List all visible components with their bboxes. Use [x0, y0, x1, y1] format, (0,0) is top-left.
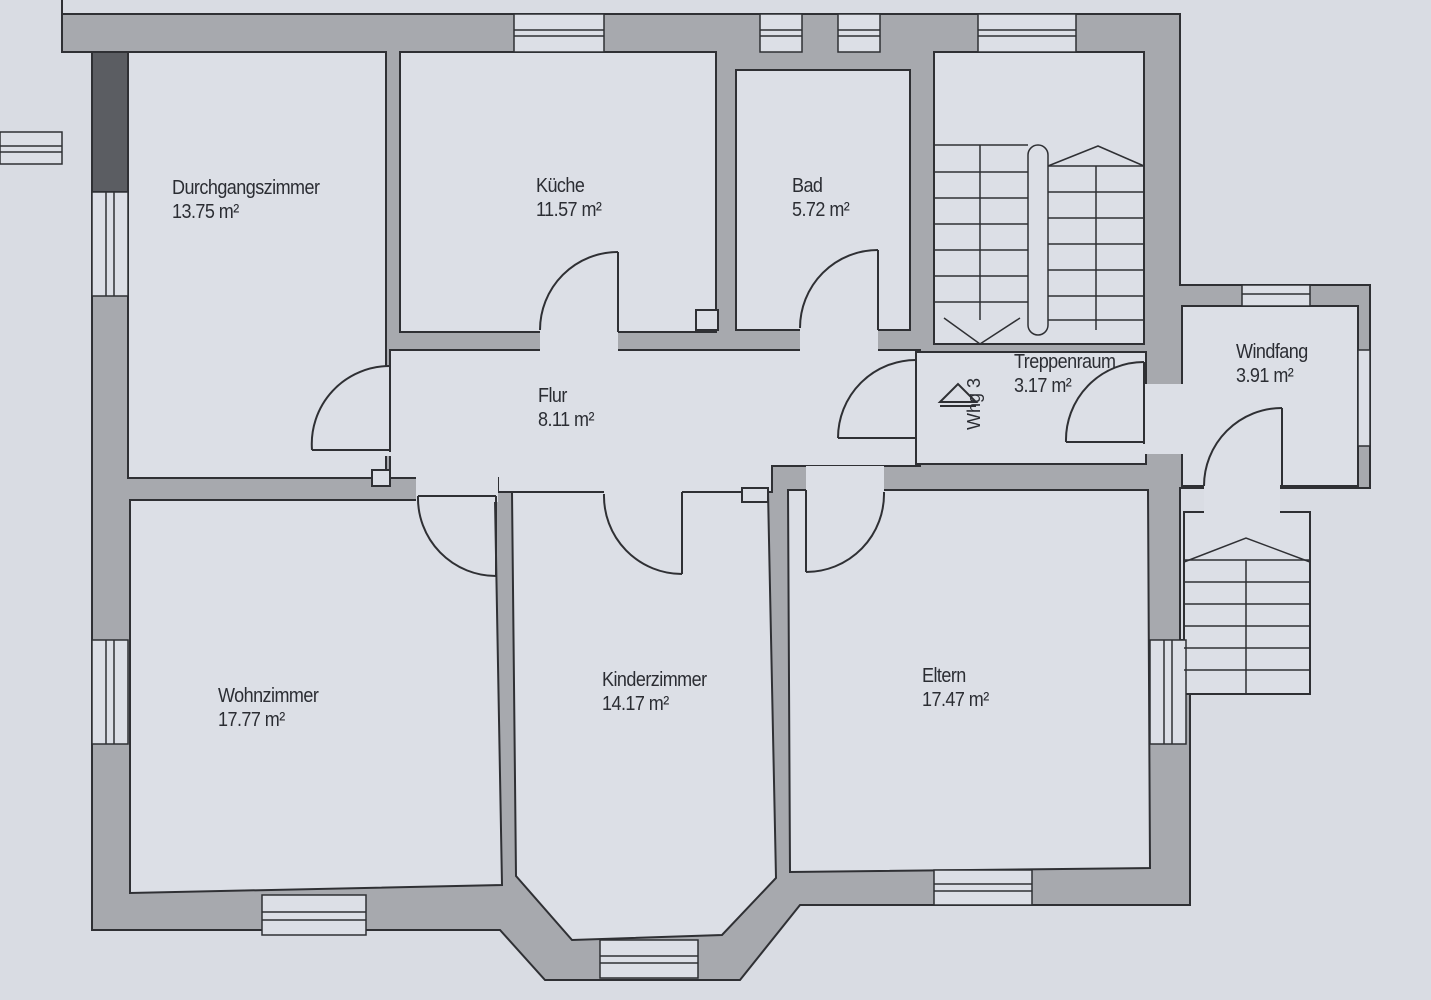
window-stair	[977, 13, 1077, 53]
window-windfang-top	[1241, 284, 1311, 307]
room-label-kinderzimmer: Kinderzimmer 14.17 m²	[602, 668, 707, 716]
window-bad-left	[759, 13, 803, 53]
room-area: 13.75 m²	[172, 201, 239, 223]
room-area: 3.17 m²	[1014, 375, 1072, 397]
room-eltern-shape	[786, 489, 1152, 874]
window-wohnzimmer-side	[91, 639, 129, 745]
room-area: 8.11 m²	[538, 409, 594, 431]
room-wohnzimmer-shape	[129, 499, 504, 895]
room-area: 17.77 m²	[218, 709, 285, 731]
room-name: Wohnzimmer	[218, 685, 319, 707]
room-entrance-stair-shape	[1183, 511, 1311, 695]
room-label-durchgangszimmer: Durchgangszimmer 13.75 m²	[172, 176, 320, 224]
window-wohnzimmer-bottom	[261, 894, 367, 936]
door-swings	[310, 249, 1283, 577]
window-kinder-bottom	[599, 939, 699, 979]
room-area: 14.17 m²	[602, 693, 669, 715]
room-label-wohnzimmer: Wohnzimmer 17.77 m²	[218, 684, 319, 732]
room-bad-shape	[735, 69, 911, 331]
room-name: Eltern	[922, 665, 966, 687]
chimney-column	[91, 51, 129, 193]
window-durchgang-side	[91, 191, 129, 297]
room-area: 11.57 m²	[536, 199, 602, 221]
room-area: 5.72 m²	[792, 199, 850, 221]
room-interiors	[127, 51, 1359, 942]
window-eltern-bottom	[933, 869, 1033, 906]
room-label-bad: Bad 5.72 m²	[792, 174, 850, 222]
room-label-treppenraum: Treppenraum 3.17 m²	[1014, 350, 1116, 398]
room-name: Treppenraum	[1014, 351, 1116, 373]
room-kinderzimmer-shape	[510, 491, 778, 942]
shafts	[371, 309, 769, 503]
main-staircase	[934, 144, 1145, 345]
room-label-kueche: Küche 11.57 m²	[536, 174, 602, 222]
windows	[0, 13, 1371, 979]
entry-marker-icon	[937, 382, 979, 407]
room-area: 17.47 m²	[922, 689, 989, 711]
room-name: Durchgangszimmer	[172, 177, 320, 199]
window-eltern-side	[1149, 639, 1187, 745]
room-label-windfang: Windfang 3.91 m²	[1236, 340, 1308, 388]
window-bad-right	[837, 13, 881, 53]
unit-label: Whg 3	[964, 377, 984, 430]
room-name: Windfang	[1236, 341, 1308, 363]
room-area: 3.91 m²	[1236, 365, 1294, 387]
room-name: Kinderzimmer	[602, 669, 707, 691]
window-windfang-side	[1357, 349, 1371, 447]
room-name: Küche	[536, 175, 585, 197]
room-durchgangszimmer-shape	[127, 51, 387, 479]
window-left-ext	[0, 131, 63, 165]
room-name: Bad	[792, 175, 823, 197]
room-name: Flur	[538, 385, 567, 407]
room-label-eltern: Eltern 17.47 m²	[922, 664, 989, 712]
window-kueche	[513, 13, 605, 53]
door-openings	[384, 328, 1280, 514]
room-label-flur: Flur 8.11 m²	[538, 384, 594, 432]
entrance-staircase	[1183, 537, 1311, 694]
